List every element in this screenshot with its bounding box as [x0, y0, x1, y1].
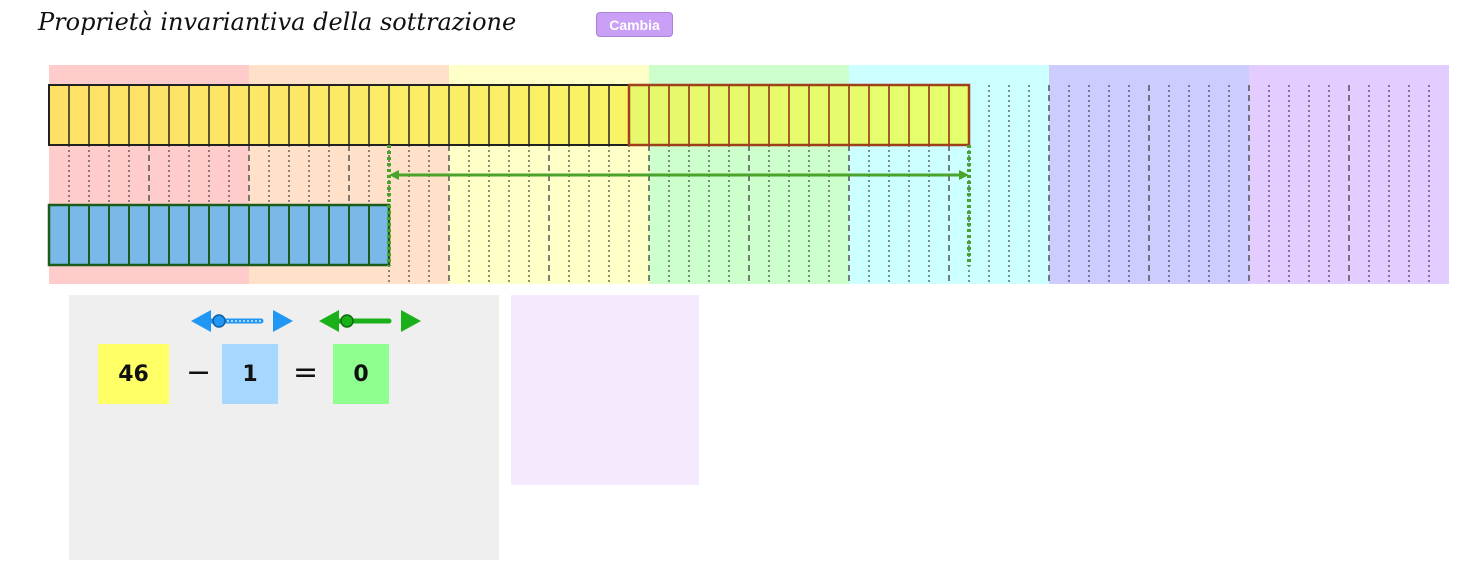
subtrahend-slider[interactable]: [189, 307, 295, 335]
minuend-value: 46: [98, 344, 169, 404]
change-button[interactable]: Cambia: [596, 12, 673, 37]
arrowhead-left-icon: [389, 170, 399, 180]
triangle-left-icon[interactable]: [191, 310, 211, 332]
slider-knob[interactable]: [212, 314, 226, 328]
side-panel: [511, 295, 699, 485]
highlight-box: [627, 83, 971, 147]
difference-arrow: [387, 145, 971, 266]
triangle-right-icon[interactable]: [401, 310, 421, 332]
minus-sign: −: [186, 355, 212, 390]
equation-panel: 46 − 1 = 0: [69, 295, 499, 560]
highlighted-segment: [627, 83, 971, 147]
subtrahend-bar: [47, 203, 391, 267]
arrowhead-right-icon: [959, 170, 969, 180]
subtrahend-value: 1: [222, 344, 278, 404]
triangle-right-icon[interactable]: [273, 310, 293, 332]
slider-knob[interactable]: [340, 314, 354, 328]
equals-sign: =: [293, 355, 319, 390]
difference-value: 0: [333, 344, 389, 404]
subtraction-diagram: [47, 65, 1449, 284]
triangle-left-icon[interactable]: [319, 310, 339, 332]
subtrahend-bar-fill: [47, 203, 391, 267]
page-title: Proprietà invariantiva della sottrazione: [38, 8, 517, 36]
minuend-bar: [48, 84, 970, 146]
difference-slider[interactable]: [317, 307, 423, 335]
unit-gridlines: [68, 85, 1430, 283]
